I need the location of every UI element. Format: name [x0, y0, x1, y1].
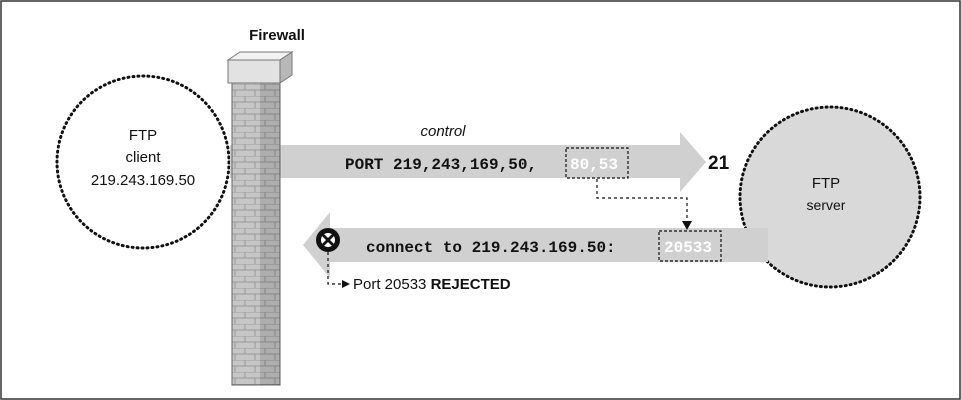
client-title: FTP: [129, 127, 157, 144]
firewall-cap: [227, 59, 281, 84]
server-role: server: [807, 197, 846, 213]
rejection-status: REJECTED: [431, 276, 511, 293]
data-connection-arrow: [303, 212, 768, 278]
client-circle: [55, 74, 231, 250]
control-port-number: 21: [708, 153, 730, 174]
server-circle: [738, 105, 922, 289]
port-bytes-text: 80,53: [570, 156, 618, 174]
port-mapping-arrowhead: [682, 221, 692, 230]
port-command-text: PORT 219,243,169,50,: [345, 156, 537, 174]
data-port-box: [658, 230, 722, 262]
server-title: FTP: [812, 175, 840, 192]
reject-icon: [316, 228, 340, 252]
firewall-label: Firewall: [249, 27, 305, 44]
port-mapping-connector: [596, 179, 688, 221]
reject-arrowhead: [342, 280, 350, 288]
rejection-prefix: Port 20533: [353, 276, 431, 293]
control-arrow: [230, 132, 706, 192]
firewall-wall: [226, 51, 294, 386]
port-bytes-box: [565, 147, 629, 179]
client-role: client: [125, 149, 161, 166]
connect-command-text: connect to 219.243.169.50:: [366, 239, 616, 257]
data-port-text: 20533: [664, 239, 712, 257]
control-label: control: [420, 123, 466, 140]
client-ip: 219.243.169.50: [91, 172, 195, 189]
reject-connector: [327, 252, 342, 285]
rejection-label: Port 20533 REJECTED: [353, 276, 511, 293]
